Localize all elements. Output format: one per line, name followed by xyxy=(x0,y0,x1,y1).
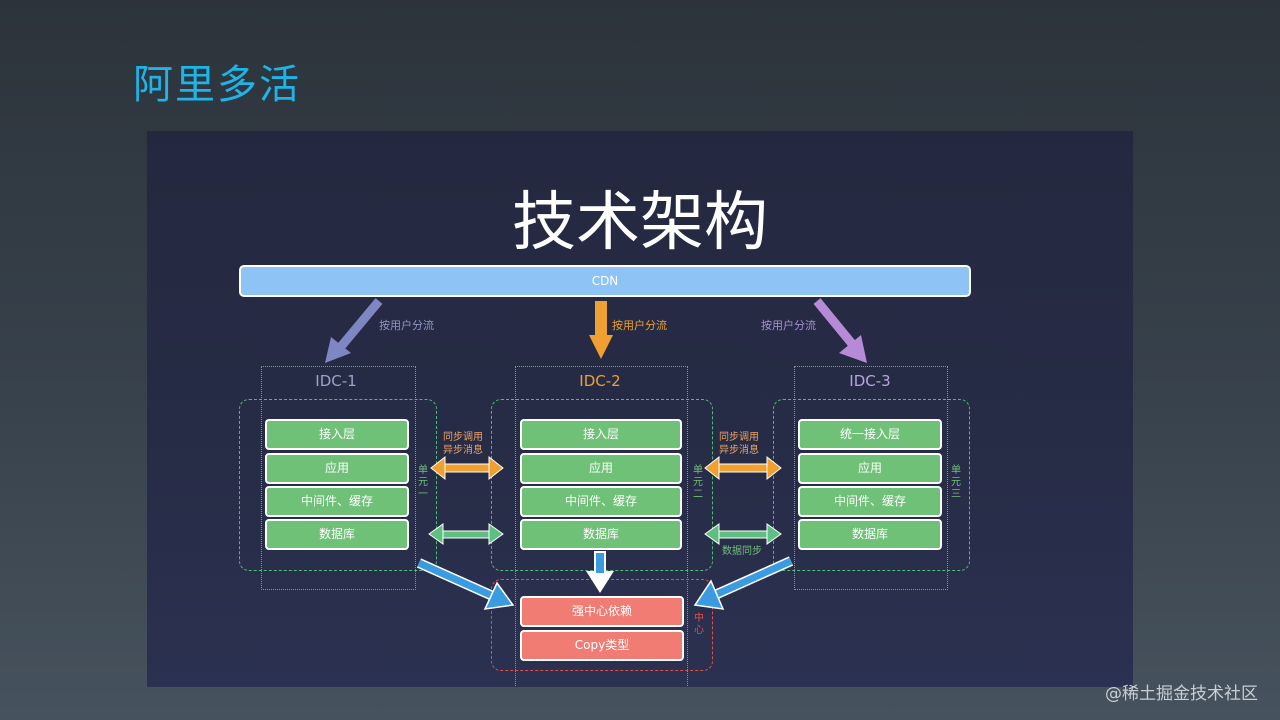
unit-1-label: 单元一 xyxy=(418,465,428,500)
strong-center-dependency-box: 强中心依赖 xyxy=(520,596,684,627)
idc-1-middleware-layer: 中间件、缓存 xyxy=(265,486,409,517)
idc-1-label: IDC-1 xyxy=(315,372,357,390)
idc-2-label: IDC-2 xyxy=(579,372,621,390)
sync-call-label-right: 同步调用 异步消息 xyxy=(719,431,759,457)
center-arrow-right xyxy=(693,556,794,610)
flow-arrow-middle xyxy=(589,301,613,359)
idc-2-middleware-layer: 中间件、缓存 xyxy=(520,486,682,517)
idc-2-access-layer: 接入层 xyxy=(520,419,682,450)
idc-3-database-layer: 数据库 xyxy=(798,519,942,550)
flow-arrow-left xyxy=(325,298,383,363)
copy-type-box: Copy类型 xyxy=(520,630,684,661)
center-arrow-left xyxy=(416,558,515,610)
page-title: 阿里多活 xyxy=(133,62,301,108)
unit-1-box xyxy=(239,399,437,571)
architecture-slide: 技术架构 CDN IDC-1 IDC-2 IDC-3 接入层 应用 中间件、缓存… xyxy=(147,131,1133,687)
unit-2-label: 单元二 xyxy=(693,465,703,500)
sync-arrow-right xyxy=(704,455,782,481)
watermark: @稀土掘金技术社区 xyxy=(1105,684,1258,704)
sync-call-text-left: 同步调用 xyxy=(443,432,483,443)
center-label: 中心 xyxy=(694,613,704,636)
idc-2-column xyxy=(515,366,688,687)
idc-3-column xyxy=(794,366,948,590)
idc-2-app-layer: 应用 xyxy=(520,453,682,484)
data-sync-arrow-left xyxy=(428,523,504,545)
idc-3-middleware-layer: 中间件、缓存 xyxy=(798,486,942,517)
unit-3-label: 单元三 xyxy=(951,465,961,500)
data-sync-arrow-right xyxy=(704,523,782,545)
idc-1-app-layer: 应用 xyxy=(265,453,409,484)
async-msg-text-right: 异步消息 xyxy=(719,445,759,456)
sync-call-label-left: 同步调用 异步消息 xyxy=(443,431,483,457)
idc-3-label: IDC-3 xyxy=(849,372,891,390)
async-msg-text-left: 异步消息 xyxy=(443,445,483,456)
arrows-layer xyxy=(325,298,867,610)
idc-3-unified-access-layer: 统一接入层 xyxy=(798,419,942,450)
flow-label-left: 按用户分流 xyxy=(379,319,434,332)
flow-arrow-right xyxy=(813,298,867,363)
flow-label-right: 按用户分流 xyxy=(761,319,816,332)
idc-3-app-layer: 应用 xyxy=(798,453,942,484)
center-down-arrow xyxy=(586,551,614,593)
data-sync-label: 数据同步 xyxy=(722,546,762,557)
sync-call-text-right: 同步调用 xyxy=(719,432,759,443)
unit-3-box xyxy=(773,399,970,571)
idc-1-database-layer: 数据库 xyxy=(265,519,409,550)
idc-1-access-layer: 接入层 xyxy=(265,419,409,450)
cdn-bar: CDN xyxy=(239,265,971,297)
idc-1-column xyxy=(261,366,416,590)
slide-title: 技术架构 xyxy=(512,186,768,260)
flow-label-middle: 按用户分流 xyxy=(612,319,667,332)
idc-2-database-layer: 数据库 xyxy=(520,519,682,550)
sync-arrow-left xyxy=(430,455,504,481)
